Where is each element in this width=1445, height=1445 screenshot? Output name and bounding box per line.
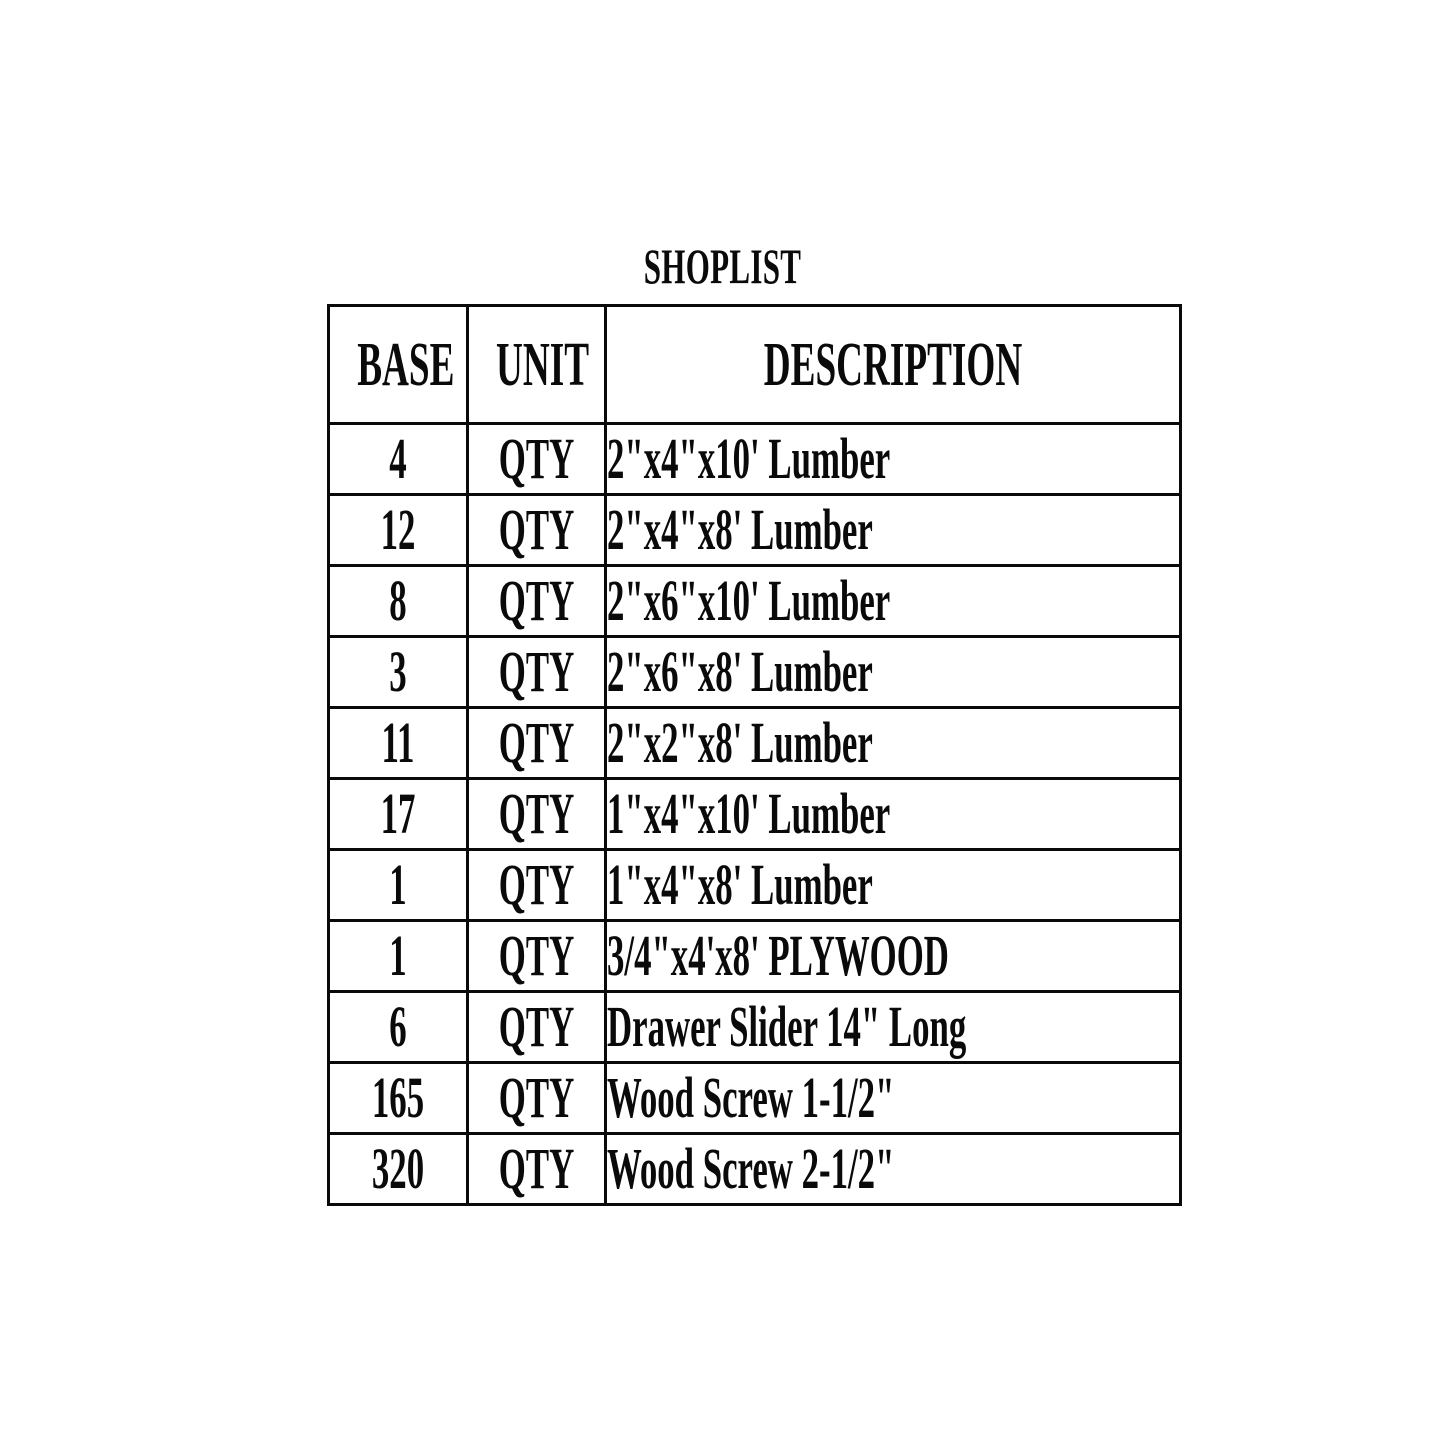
cell-unit: QTY <box>466 1061 607 1135</box>
cell-base: 1 <box>327 848 469 922</box>
cell-base: 8 <box>327 564 469 638</box>
cell-description: Wood Screw 2-1/2" <box>604 1132 1182 1206</box>
cell-unit-value: QTY <box>498 1136 575 1201</box>
table-row: 11 QTY 2"x2"x8' Lumber <box>327 706 1182 780</box>
table-row: 1 QTY 3/4"x4'x8' PLYWOOD <box>327 919 1182 993</box>
column-header-base: BASE <box>327 304 469 425</box>
cell-description: 2"x4"x8' Lumber <box>604 493 1182 567</box>
table-row: 8 QTY 2"x6"x10' Lumber <box>327 564 1182 638</box>
cell-unit: QTY <box>466 919 607 993</box>
cell-base-value: 12 <box>380 497 416 562</box>
cell-description-value: 2"x6"x10' Lumber <box>607 568 891 633</box>
cell-unit: QTY <box>466 848 607 922</box>
header-row: BASE UNIT DESCRIPTION <box>327 304 1182 425</box>
cell-base-value: 4 <box>389 426 407 491</box>
cell-unit: QTY <box>466 777 607 851</box>
cell-base: 6 <box>327 990 469 1064</box>
cell-base: 12 <box>327 493 469 567</box>
cell-unit-value: QTY <box>498 710 575 775</box>
cell-unit: QTY <box>466 493 607 567</box>
cell-description: 3/4"x4'x8' PLYWOOD <box>604 919 1182 993</box>
cell-base-value: 6 <box>389 994 407 1059</box>
cell-base: 1 <box>327 919 469 993</box>
cell-unit-value: QTY <box>498 568 575 633</box>
cell-description: 2"x2"x8' Lumber <box>604 706 1182 780</box>
cell-description: 1"x4"x8' Lumber <box>604 848 1182 922</box>
cell-unit: QTY <box>466 564 607 638</box>
cell-base: 17 <box>327 777 469 851</box>
table-row: 6 QTY Drawer Slider 14" Long <box>327 990 1182 1064</box>
cell-base-value: 8 <box>389 568 407 633</box>
cell-description-value: 2"x4"x8' Lumber <box>607 497 873 562</box>
cell-unit: QTY <box>466 706 607 780</box>
cell-unit: QTY <box>466 635 607 709</box>
column-header-unit: UNIT <box>466 304 607 425</box>
cell-description-value: 2"x2"x8' Lumber <box>607 710 873 775</box>
cell-description-value: Wood Screw 1-1/2" <box>607 1065 895 1130</box>
cell-base-value: 17 <box>380 781 416 846</box>
column-header-base-label: BASE <box>357 330 455 399</box>
cell-base: 3 <box>327 635 469 709</box>
cell-unit: QTY <box>466 422 607 496</box>
cell-description: 2"x4"x10' Lumber <box>604 422 1182 496</box>
cell-base-value: 1 <box>389 923 407 988</box>
page-title: SHOPLIST <box>643 238 802 294</box>
cell-unit-value: QTY <box>498 426 575 491</box>
cell-description-value: Wood Screw 2-1/2" <box>607 1136 895 1201</box>
cell-base: 320 <box>327 1132 469 1206</box>
cell-description: Wood Screw 1-1/2" <box>604 1061 1182 1135</box>
cell-description: 2"x6"x10' Lumber <box>604 564 1182 638</box>
table-row: 165 QTY Wood Screw 1-1/2" <box>327 1061 1182 1135</box>
cell-base-value: 11 <box>381 710 415 775</box>
cell-description-value: 1"x4"x8' Lumber <box>607 852 873 917</box>
column-header-description: DESCRIPTION <box>604 304 1182 425</box>
cell-base-value: 320 <box>371 1136 425 1201</box>
table-row: 3 QTY 2"x6"x8' Lumber <box>327 635 1182 709</box>
cell-unit: QTY <box>466 1132 607 1206</box>
column-header-unit-label: UNIT <box>496 330 590 399</box>
cell-description-value: 3/4"x4'x8' PLYWOOD <box>607 923 949 988</box>
cell-base-value: 1 <box>389 852 407 917</box>
cell-base-value: 3 <box>389 639 407 704</box>
cell-unit-value: QTY <box>498 781 575 846</box>
cell-description: 2"x6"x8' Lumber <box>604 635 1182 709</box>
cell-description: Drawer Slider 14" Long <box>604 990 1182 1064</box>
table-header: BASE UNIT DESCRIPTION <box>327 304 1182 425</box>
cell-base-value: 165 <box>371 1065 425 1130</box>
cell-unit-value: QTY <box>498 852 575 917</box>
table-row: 17 QTY 1"x4"x10' Lumber <box>327 777 1182 851</box>
cell-base: 11 <box>327 706 469 780</box>
cell-description-value: 2"x4"x10' Lumber <box>607 426 891 491</box>
column-header-description-label: DESCRIPTION <box>763 330 1023 399</box>
table-row: 320 QTY Wood Screw 2-1/2" <box>327 1132 1182 1206</box>
cell-unit-value: QTY <box>498 639 575 704</box>
cell-unit-value: QTY <box>498 994 575 1059</box>
cell-description-value: Drawer Slider 14" Long <box>607 994 967 1059</box>
cell-unit-value: QTY <box>498 497 575 562</box>
cell-description: 1"x4"x10' Lumber <box>604 777 1182 851</box>
cell-base: 4 <box>327 422 469 496</box>
cell-description-value: 2"x6"x8' Lumber <box>607 639 873 704</box>
cell-unit-value: QTY <box>498 923 575 988</box>
table-row: 4 QTY 2"x4"x10' Lumber <box>327 422 1182 496</box>
cell-unit-value: QTY <box>498 1065 575 1130</box>
cell-base: 165 <box>327 1061 469 1135</box>
cell-unit: QTY <box>466 990 607 1064</box>
table-row: 12 QTY 2"x4"x8' Lumber <box>327 493 1182 567</box>
cell-description-value: 1"x4"x10' Lumber <box>607 781 891 846</box>
table-row: 1 QTY 1"x4"x8' Lumber <box>327 848 1182 922</box>
